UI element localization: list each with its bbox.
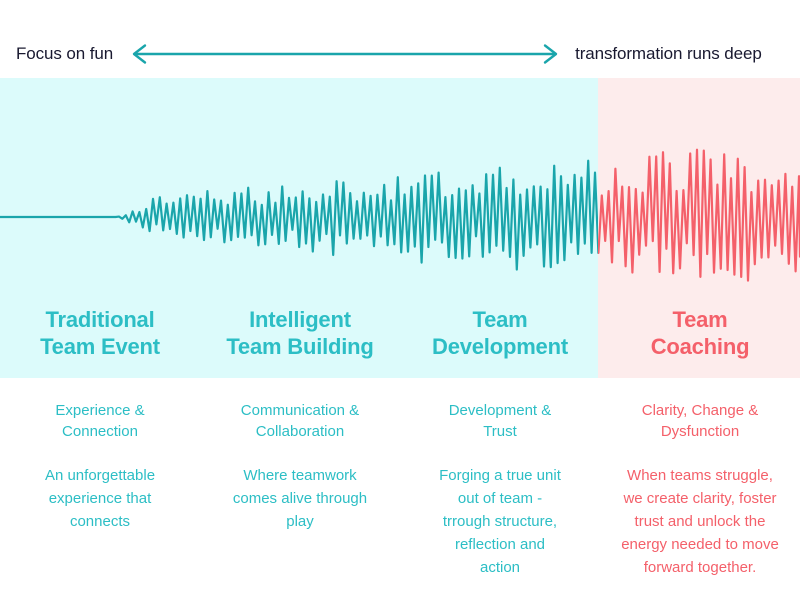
spectrum-panel bbox=[0, 78, 800, 378]
waveform-chart bbox=[0, 78, 800, 378]
column-description-traditional-team-event: An unforgettable experience that connect… bbox=[0, 464, 200, 579]
description-line: action bbox=[479, 559, 521, 576]
description-line: out of team - bbox=[457, 490, 543, 507]
heading-line: Team bbox=[472, 307, 528, 332]
column-subtitles: Experience & Connection Communication & … bbox=[0, 400, 800, 442]
subtitle-line: Development & bbox=[448, 402, 552, 419]
double-headed-arrow-icon bbox=[132, 44, 558, 64]
heading-line: Traditional bbox=[45, 307, 155, 332]
subtitle-line: Communication & bbox=[240, 402, 360, 419]
description-line: reflection and bbox=[454, 536, 546, 553]
heading-line: Development bbox=[432, 334, 568, 359]
column-subtitle-team-development: Development & Trust bbox=[400, 400, 600, 442]
heading-line: Team bbox=[672, 307, 728, 332]
subtitle-line: Trust bbox=[483, 423, 517, 440]
heading-line: Team Building bbox=[226, 334, 374, 359]
column-description-team-development: Forging a true unit out of team - trroug… bbox=[400, 464, 600, 579]
description-line: Forging a true unit bbox=[439, 467, 561, 484]
description-line: comes alive through bbox=[232, 490, 368, 507]
column-subtitle-traditional-team-event: Experience & Connection bbox=[0, 400, 200, 442]
description-line: we create clarity, foster bbox=[623, 490, 777, 507]
heading-line: Coaching bbox=[650, 334, 750, 359]
subtitle-line: Dysfunction bbox=[660, 423, 740, 440]
column-description-intelligent-team-building: Where teamwork comes alive through play bbox=[200, 464, 400, 579]
subtitle-line: Clarity, Change & bbox=[641, 402, 759, 419]
subtitle-line: Experience & bbox=[55, 402, 145, 419]
axis-right-label: transformation runs deep bbox=[575, 44, 762, 63]
subtitle-line: Connection bbox=[62, 423, 138, 440]
axis-left-label: Focus on fun bbox=[16, 44, 114, 63]
description-line: Where teamwork bbox=[243, 467, 357, 484]
description-line: experience that bbox=[48, 490, 152, 507]
spectrum-axis: Focus on fun transformation runs deep bbox=[0, 36, 800, 72]
column-heading-intelligent-team-building: Intelligent Team Building bbox=[200, 306, 400, 378]
description-line: trust and unlock the bbox=[634, 513, 766, 530]
description-line: trrough structure, bbox=[442, 513, 558, 530]
description-line: connects bbox=[69, 513, 131, 530]
column-heading-traditional-team-event: Traditional Team Event bbox=[0, 306, 200, 378]
description-line: forward together. bbox=[643, 559, 757, 576]
description-line: An unforgettable bbox=[44, 467, 156, 484]
waveform-path-teal bbox=[0, 159, 598, 271]
description-line: energy needed to move bbox=[621, 536, 779, 553]
column-headings: Traditional Team Event Intelligent Team … bbox=[0, 306, 800, 378]
waveform-svg bbox=[0, 148, 800, 282]
column-heading-team-coaching: Team Coaching bbox=[600, 306, 800, 378]
column-subtitle-intelligent-team-building: Communication & Collaboration bbox=[200, 400, 400, 442]
band-cool-background bbox=[0, 78, 598, 378]
column-subtitle-team-coaching: Clarity, Change & Dysfunction bbox=[600, 400, 800, 442]
column-heading-team-development: Team Development bbox=[400, 306, 600, 378]
column-descriptions: An unforgettable experience that connect… bbox=[0, 464, 800, 579]
heading-line: Intelligent bbox=[249, 307, 351, 332]
description-line: play bbox=[286, 513, 314, 530]
description-line: When teams struggle, bbox=[627, 467, 773, 484]
subtitle-line: Collaboration bbox=[255, 423, 345, 440]
column-description-team-coaching: When teams struggle, we create clarity, … bbox=[600, 464, 800, 579]
waveform-path-red bbox=[598, 148, 800, 282]
heading-line: Team Event bbox=[40, 334, 160, 359]
